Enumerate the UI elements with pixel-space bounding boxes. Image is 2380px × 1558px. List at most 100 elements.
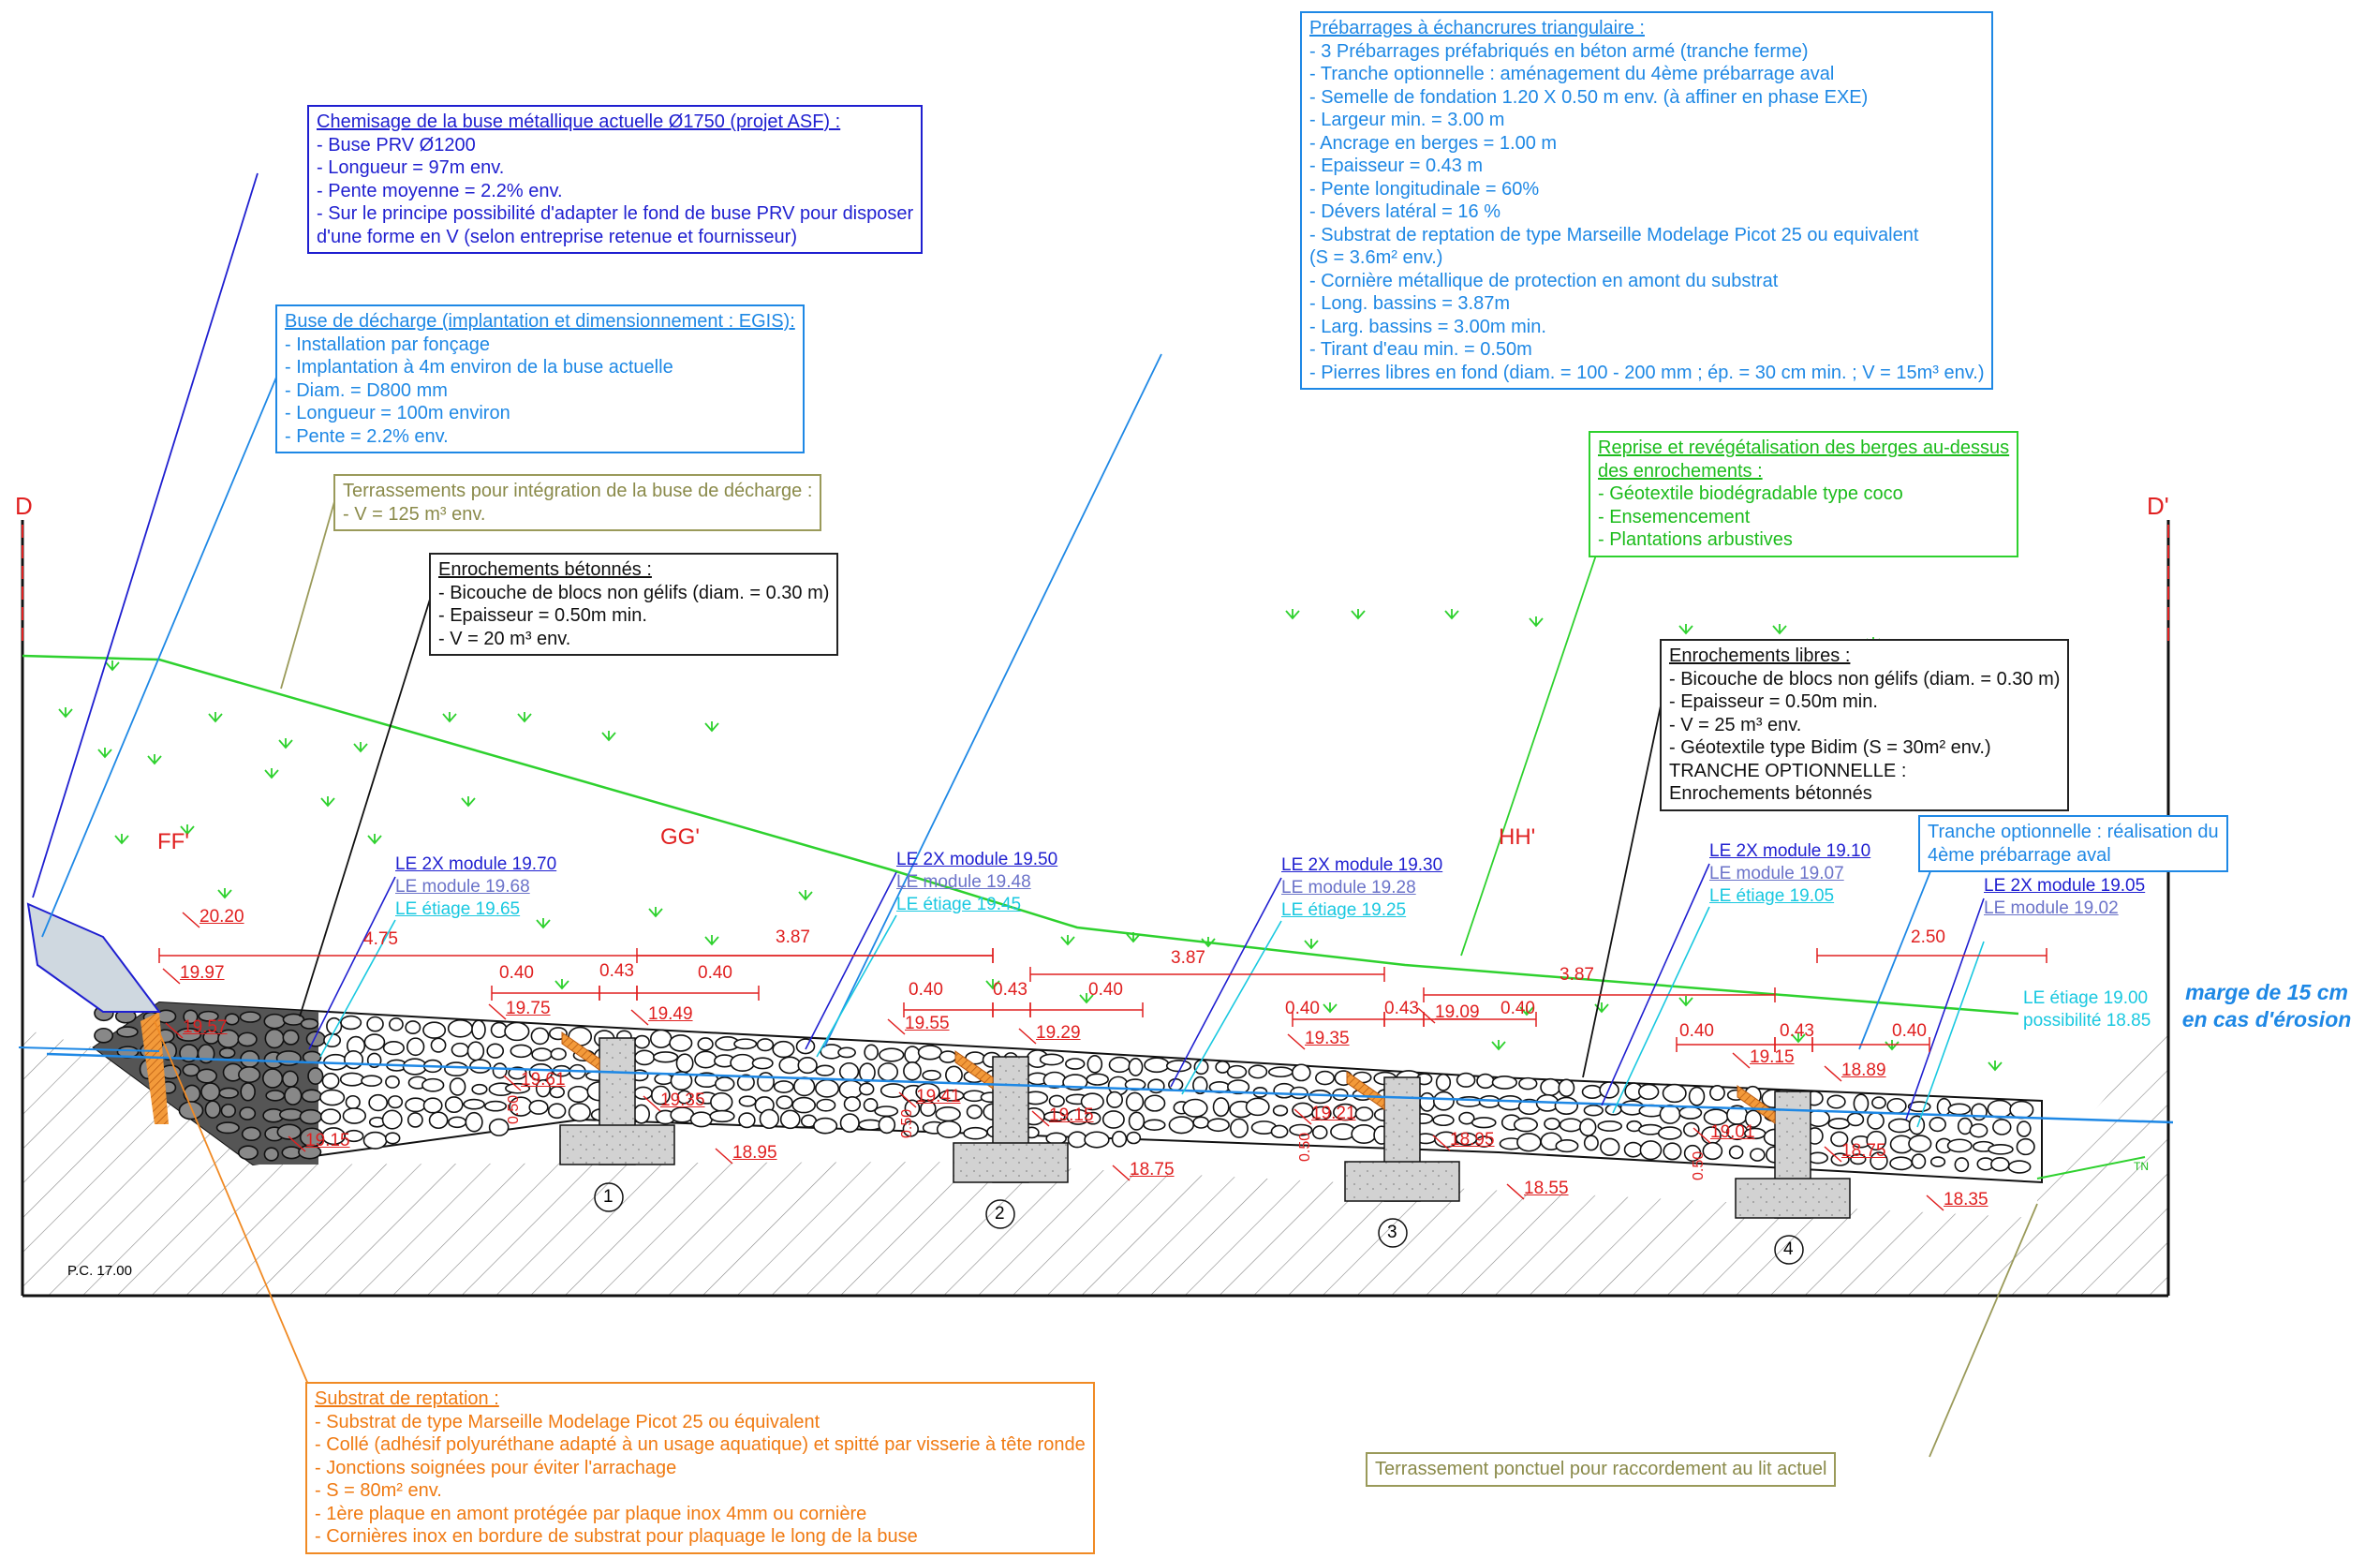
note-line: - Installation par fonçage	[285, 334, 491, 355]
rock	[1992, 1119, 2012, 1135]
rock	[1866, 1130, 1887, 1151]
plant-symbol	[353, 742, 368, 753]
substrate-strip	[561, 1031, 600, 1071]
plant-symbol	[704, 935, 719, 946]
rock	[568, 1103, 591, 1122]
elevation-leader	[715, 1148, 733, 1165]
note-title: Substrat de reptation :	[315, 1388, 499, 1409]
rock	[198, 1010, 219, 1022]
rock	[263, 1147, 279, 1162]
level-module-label: LE module 19.68	[395, 877, 530, 897]
dimension-label: 2.50	[1911, 927, 1945, 947]
rock	[550, 1047, 567, 1061]
rock	[344, 1129, 364, 1143]
level-leader	[1612, 906, 1710, 1114]
rock	[471, 1083, 488, 1095]
rock	[1987, 1099, 2013, 1119]
rock	[1555, 1139, 1579, 1153]
rock	[1886, 1097, 1907, 1114]
rock	[381, 1109, 403, 1130]
level-2x-label: LE 2X module 19.50	[896, 850, 1058, 869]
rock	[759, 1108, 779, 1130]
note-line: - V = 25 m³ env.	[1669, 714, 1802, 735]
rock	[1554, 1096, 1579, 1115]
rock	[1351, 1124, 1377, 1144]
rock	[1871, 1096, 1886, 1109]
rock	[1908, 1135, 1932, 1153]
rock	[265, 1090, 286, 1102]
note-line: - Pente longitudinale = 60%	[1309, 178, 1540, 200]
note-line: (S = 3.6m² env.)	[1309, 247, 1443, 268]
tn-line	[2036, 1156, 2146, 1180]
rock	[1683, 1144, 1702, 1163]
note-line: - Jonctions soignées pour éviter l'arrac…	[315, 1457, 677, 1478]
rock	[1889, 1156, 1914, 1171]
rock	[858, 1082, 875, 1096]
rock	[1954, 1157, 1970, 1173]
note-terrassement-ponctuel: Terrassement ponctuel pour raccordement …	[1366, 1452, 1837, 1487]
rock	[282, 1029, 300, 1046]
rock	[528, 1099, 549, 1115]
rock	[281, 1070, 299, 1088]
rock	[654, 1073, 673, 1086]
dimension-label: 0.40	[1500, 999, 1535, 1018]
rock	[633, 1034, 650, 1049]
dimension-label: 3.87	[1171, 948, 1205, 968]
level-etiage-label: LE étiage 19.00	[2023, 988, 2149, 1008]
dimension-label: 0.43	[1780, 1021, 1814, 1041]
level-module-label: LE module 19.48	[896, 872, 1031, 892]
rock	[405, 1020, 421, 1035]
rock	[430, 1037, 447, 1053]
rock	[669, 1034, 693, 1052]
weir-number-circle	[594, 1182, 624, 1212]
rock	[183, 1084, 201, 1103]
note-title: Chemisage de la buse métallique actuelle…	[317, 111, 841, 132]
note-line: - Cornière métallique de protection en a…	[1309, 270, 1779, 291]
rock	[342, 1107, 367, 1124]
rock	[1143, 1119, 1166, 1131]
weir-number-circle	[1774, 1235, 1804, 1265]
level-leader	[308, 876, 396, 1050]
rock	[547, 1103, 567, 1120]
rock	[1540, 1077, 1561, 1097]
rock	[488, 1118, 510, 1136]
rock	[858, 1062, 876, 1083]
rock	[1682, 1121, 1700, 1137]
rock	[321, 1073, 340, 1090]
elevation-leader	[887, 1018, 906, 1035]
dimension-label: 0.50	[899, 1108, 915, 1138]
rock	[1471, 1117, 1497, 1129]
elevation-label: 19.97	[180, 963, 225, 983]
rock	[843, 1095, 862, 1112]
note-line: - 3 Prébarrages préfabriqués en béton ar…	[1309, 40, 1809, 62]
margin-note-line2: en cas d'érosion	[2181, 1007, 2352, 1031]
rock	[838, 1061, 860, 1081]
rock	[428, 1111, 449, 1130]
rock	[1128, 1111, 1146, 1131]
plant-symbol	[367, 834, 382, 845]
plant-symbol	[264, 768, 279, 779]
note-line: - Substrat de reptation de type Marseill…	[1309, 224, 1919, 245]
note-line: - Bicouche de blocs non gélifs (diam. = …	[1669, 668, 2061, 690]
rock	[389, 1016, 404, 1031]
rock	[241, 1126, 261, 1142]
rock	[922, 1069, 941, 1081]
elevation-leaders	[162, 912, 1944, 1211]
dimension-label: 0.43	[993, 980, 1027, 1000]
rock	[1085, 1111, 1101, 1125]
plant-symbol	[208, 712, 223, 723]
section-label-right: D'	[2147, 492, 2169, 520]
rock	[1518, 1076, 1538, 1091]
rock	[1215, 1061, 1231, 1074]
dimension-label: 0.40	[499, 963, 534, 983]
level-module-label: LE module 19.28	[1281, 878, 1416, 898]
rock	[1850, 1153, 1867, 1165]
note-line: - Pierres libres en fond (diam. = 100 - …	[1309, 362, 1985, 383]
rock	[1226, 1064, 1248, 1079]
level-leader	[319, 919, 396, 1058]
rock	[224, 1013, 240, 1026]
rock	[1144, 1094, 1166, 1112]
rock	[1432, 1114, 1455, 1127]
rock	[1245, 1097, 1270, 1117]
